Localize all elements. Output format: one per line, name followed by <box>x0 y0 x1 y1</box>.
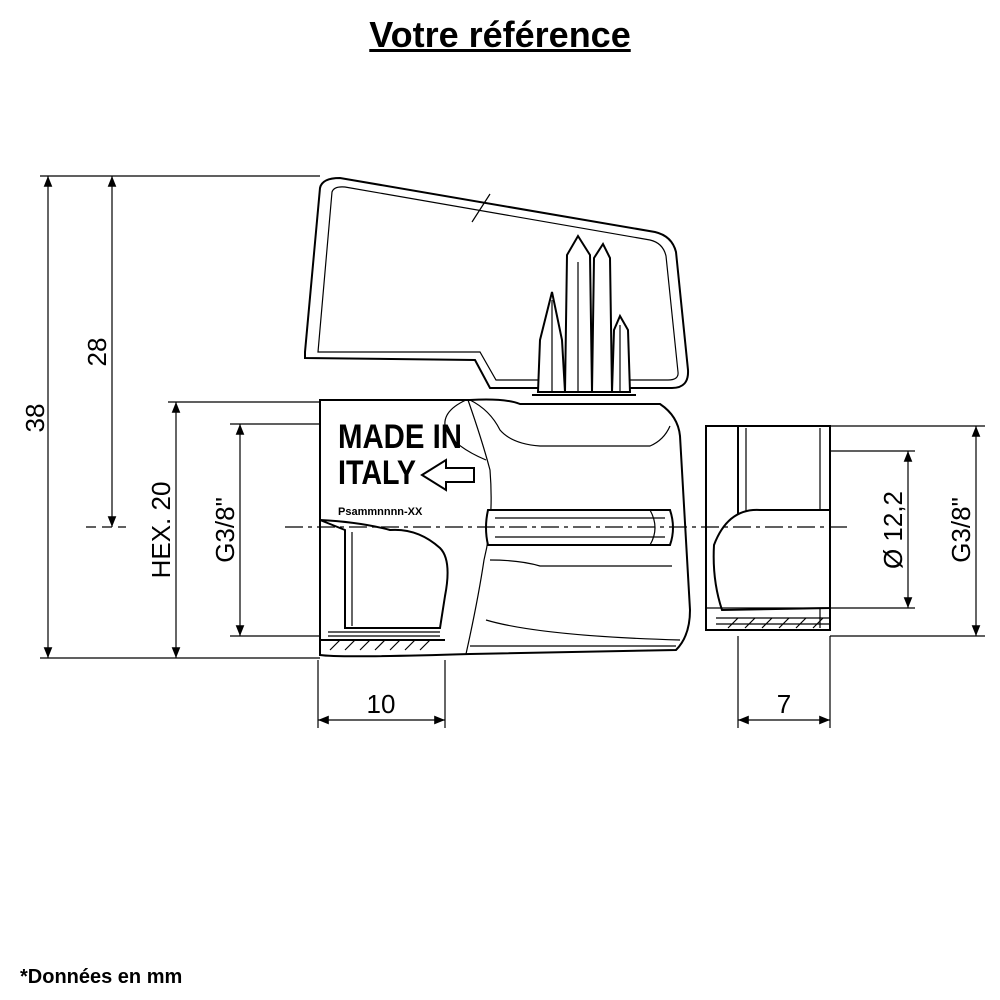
marking-line2: ITALY <box>338 454 416 492</box>
marking-line1: MADE IN <box>338 418 462 456</box>
left-port <box>319 519 449 651</box>
dim-depth-right: 7 <box>777 689 791 719</box>
page-title: Votre référence <box>369 14 631 55</box>
dimension-lines <box>40 175 985 728</box>
dim-thread-right: G3/8" <box>946 497 976 563</box>
dim-inner-diameter: Ø 12,2 <box>878 491 908 569</box>
dim-total-height: 38 <box>20 404 50 433</box>
marking: MADE IN ITALY Psammnnnn-XX <box>338 418 475 518</box>
right-port <box>705 425 831 631</box>
dim-hex: HEX. 20 <box>146 482 176 579</box>
handle <box>304 176 690 389</box>
arrow-left-icon <box>420 458 475 492</box>
stem <box>532 234 636 396</box>
footnote: *Données en mm <box>20 966 183 988</box>
dim-thread-left: G3/8" <box>210 497 240 563</box>
dim-handle-height: 28 <box>82 338 112 367</box>
marking-code: Psammnnnn-XX <box>338 506 423 518</box>
dim-depth-left: 10 <box>367 689 396 719</box>
